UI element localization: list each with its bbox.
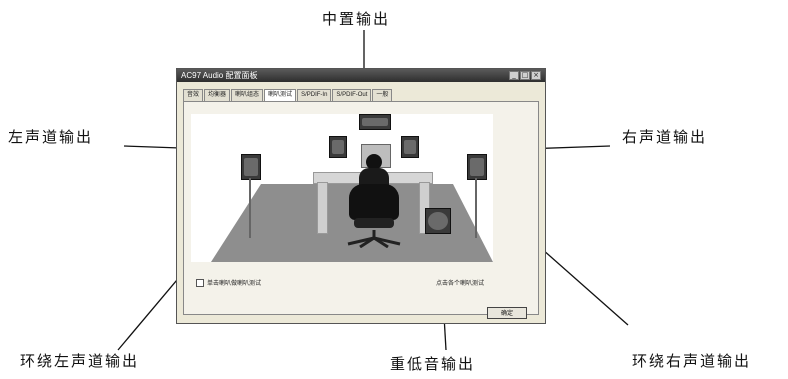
tab-spdif-in[interactable]: S/PDIF-In: [297, 89, 332, 101]
maximize-button[interactable]: □: [520, 71, 530, 80]
subwoofer-output-label: 重低音输出: [390, 355, 476, 373]
tab-equalizer[interactable]: 均衡器: [204, 89, 231, 101]
speaker-test-scene: [191, 114, 493, 262]
left-output-label: 左声道输出: [8, 128, 94, 146]
listener-head: [366, 154, 382, 170]
surround-left-stand: [249, 178, 251, 238]
surround-left-speaker[interactable]: [241, 154, 261, 180]
speaker-test-checkbox[interactable]: [196, 278, 204, 287]
speaker-test-panel: 单击喇叭做喇叭测试 点击各个喇叭测试: [183, 101, 539, 315]
tab-speaker-test[interactable]: 喇叭测试: [264, 89, 297, 101]
chair-base: [347, 230, 401, 248]
center-output-label: 中置输出: [322, 10, 391, 28]
tab-general[interactable]: 一般: [372, 89, 393, 101]
tab-strip: 音效 均衡器 喇叭组态 喇叭测试 S/PDIF-In S/PDIF-Out 一般: [183, 89, 393, 101]
tab-speaker-config[interactable]: 喇叭组态: [231, 89, 264, 101]
audio-config-dialog: AC97 Audio 配置面板 _ □ × 音效 均衡器 喇叭组态 喇叭测试 S…: [176, 68, 546, 324]
surround-right-output-label: 环绕右声道输出: [632, 352, 752, 370]
surround-right-speaker[interactable]: [467, 154, 487, 180]
ok-button[interactable]: 确定: [487, 307, 527, 319]
subwoofer-speaker[interactable]: [425, 208, 451, 234]
surround-left-output-label: 环绕左声道输出: [20, 352, 140, 370]
tab-sound-effects[interactable]: 音效: [183, 89, 204, 101]
surround-right-stand: [475, 178, 477, 238]
chair-back: [349, 184, 399, 220]
chair-seat: [354, 218, 394, 228]
dialog-title: AC97 Audio 配置面板: [181, 71, 258, 80]
front-right-speaker[interactable]: [401, 136, 419, 158]
tab-spdif-out[interactable]: S/PDIF-Out: [332, 89, 372, 101]
speaker-test-option[interactable]: 单击喇叭做喇叭测试: [196, 278, 261, 287]
right-output-label: 右声道输出: [622, 128, 708, 146]
front-left-speaker[interactable]: [329, 136, 347, 158]
dialog-titlebar: AC97 Audio 配置面板 _ □ ×: [177, 69, 545, 82]
minimize-button[interactable]: _: [509, 71, 519, 80]
test-all-speakers-link[interactable]: 点击各个喇叭测试: [436, 281, 485, 287]
desk-leg-left: [317, 182, 328, 234]
close-button[interactable]: ×: [531, 71, 541, 80]
speaker-test-checkbox-label: 单击喇叭做喇叭测试: [207, 281, 262, 287]
center-speaker[interactable]: [359, 114, 391, 130]
